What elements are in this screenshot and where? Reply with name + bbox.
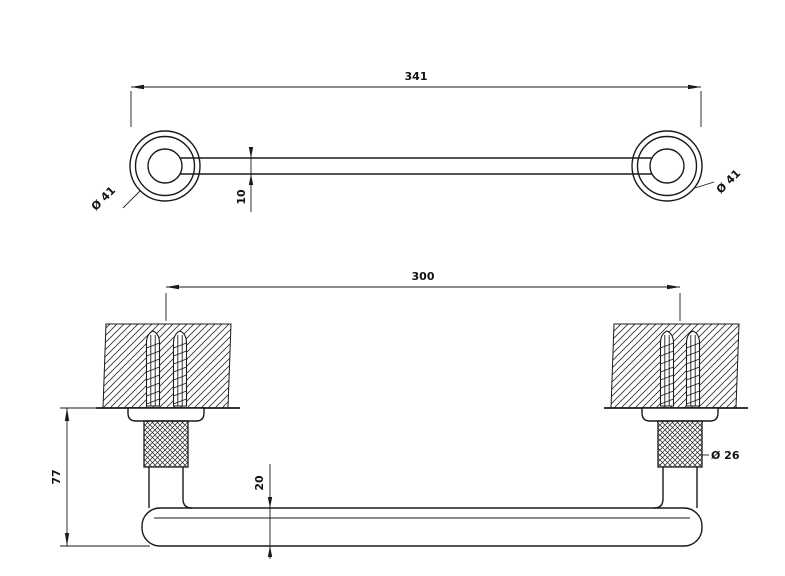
arrowhead (267, 497, 273, 508)
wall-section-right (610, 323, 740, 409)
arrowhead (667, 284, 680, 290)
wall-section-left (102, 323, 232, 409)
wall-anchor (685, 330, 701, 407)
dim-bar-diameter: 10 (235, 147, 254, 212)
dim-fixing-centres: 300 (165, 270, 681, 321)
leader-line (122, 190, 141, 209)
left-wall-flange (127, 407, 205, 422)
arrowhead (248, 174, 254, 185)
arrowhead (64, 533, 70, 546)
arrowhead (248, 147, 254, 158)
wall-anchor (659, 330, 675, 407)
dim-bar-height-text: 20 (253, 475, 266, 491)
dim-bar-diameter-text: 10 (235, 189, 248, 205)
dim-post-diameter-text: Ø 26 (711, 449, 740, 462)
dim-bar-height: 20 (253, 464, 273, 559)
right-knurled-post (657, 420, 703, 468)
wall-anchor (145, 330, 161, 407)
dim-post-diameter: Ø 26 (702, 449, 740, 462)
arrowhead (131, 84, 144, 90)
towel-bar-body (141, 507, 703, 547)
front-view: 300 Ø 26 (50, 270, 748, 559)
arrowhead (688, 84, 701, 90)
left-knurled-post (143, 420, 189, 468)
top-view: 341 Ø 41 Ø 41 10 (89, 70, 743, 213)
dim-fixing-centres-text: 300 (412, 270, 435, 283)
right-post-inner-edge (653, 467, 664, 509)
right-wall-flange (641, 407, 719, 422)
dim-wall-to-bar-depth-text: 77 (50, 469, 63, 484)
left-hub-circle (147, 148, 183, 184)
dim-wall-to-bar-depth: 77 (50, 407, 150, 547)
left-post-inner-edge (182, 467, 193, 509)
leader-line (694, 181, 715, 189)
arrowhead (64, 408, 70, 421)
wall-anchor (172, 330, 188, 407)
dim-overall-length: 341 (130, 70, 702, 127)
dim-overall-length-text: 341 (405, 70, 428, 83)
arrowhead (166, 284, 179, 290)
arrowhead (267, 546, 273, 557)
right-hub-circle (649, 148, 685, 184)
